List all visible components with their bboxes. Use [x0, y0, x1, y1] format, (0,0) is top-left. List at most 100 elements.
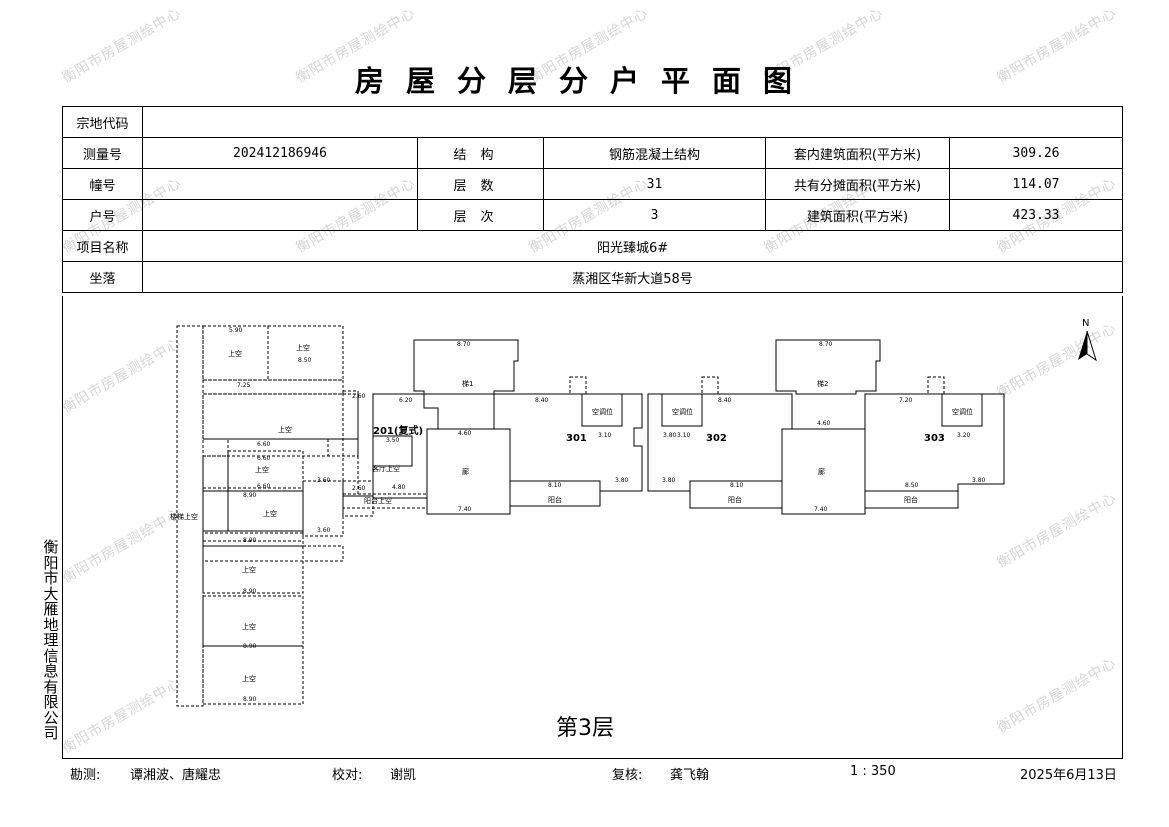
- floor-plan: N 201(复式) 301 302 303 上空 上空 上空 上空 上空 上空 …: [170, 318, 1097, 707]
- dim-label: 8.10: [548, 482, 562, 489]
- surveyor-label: 勘测:: [70, 768, 101, 783]
- ac-label: 空调位: [592, 407, 613, 416]
- upper-void-label: 上空: [242, 622, 256, 631]
- dim-label: 2.60: [352, 485, 366, 492]
- balcony-upper: [342, 493, 428, 509]
- floor-label: 第3层: [556, 716, 614, 741]
- dim-label: 8.10: [730, 482, 744, 489]
- ac-label: 空调位: [672, 407, 693, 416]
- scale-label: 1 : 350: [850, 764, 896, 779]
- dim-label: 4.80: [392, 484, 406, 491]
- dim-label: 8.40: [718, 397, 732, 404]
- dim-label: 5.90: [229, 327, 243, 334]
- survey-label: 测量号: [62, 137, 143, 169]
- room-301-label: 301: [566, 433, 587, 444]
- dim-label: 8.90: [243, 537, 257, 544]
- unit-label: 户号: [62, 199, 143, 231]
- dim-label: 3.10: [677, 432, 691, 439]
- floors-label: 层数: [417, 168, 544, 200]
- upper-void-label: 上空: [255, 465, 269, 474]
- ac-room-303: [941, 393, 983, 427]
- date-label: 2025年6月13日: [1020, 768, 1117, 783]
- dim-label: 7.20: [899, 397, 913, 404]
- dim-label: 6.20: [399, 397, 413, 404]
- dim-label: 8.50: [298, 357, 312, 364]
- dim-label: 8.70: [819, 341, 833, 348]
- structure-label: 结构: [417, 137, 544, 169]
- north-label: N: [1082, 318, 1089, 329]
- floor-value: 3: [543, 199, 766, 231]
- dim-label: 8.70: [457, 341, 471, 348]
- dim-label: 8.40: [535, 397, 549, 404]
- dim-label: 3.50: [386, 437, 400, 444]
- project-label: 项目名称: [62, 230, 143, 262]
- dim-label: 8.90: [243, 492, 257, 499]
- stair-2: [775, 339, 881, 395]
- ac-unit: [927, 376, 945, 395]
- dim-label: 6.60: [257, 455, 271, 462]
- building-label: 幢号: [62, 168, 143, 200]
- corridor-label: 廊: [462, 467, 469, 476]
- unit-301-outline: [493, 393, 643, 492]
- inner-area-label: 套内建筑面积(平方米): [765, 137, 950, 169]
- info-table: 宗地代码 测量号 202412186946 结构 钢筋混凝土结构 套内建筑面积(…: [62, 106, 1124, 293]
- dim-label: 3.60: [317, 527, 331, 534]
- dim-label: 4.60: [817, 420, 831, 427]
- unit-value: [142, 199, 418, 231]
- survey-value: 202412186946: [142, 137, 418, 169]
- room-302-label: 302: [706, 433, 727, 444]
- dim-label: 2.60: [352, 393, 366, 400]
- dim-label: 6.60: [257, 483, 271, 490]
- location-label: 坐落: [62, 261, 143, 293]
- dim-label: 3.80: [972, 477, 986, 484]
- surveyor-value: 谭湘波、唐耀忠: [130, 768, 222, 783]
- unit-201-outline: [372, 393, 439, 499]
- dim-label: 3.80: [663, 432, 677, 439]
- floor-label: 层次: [417, 199, 544, 231]
- dim-label: 8.50: [905, 482, 919, 489]
- dim-label: 3.60: [317, 477, 331, 484]
- project-value: 阳光臻城6#: [141, 230, 1124, 262]
- shared-area-label: 共有分摊面积(平方米): [765, 168, 950, 200]
- total-area-value: 423.33: [948, 199, 1124, 231]
- inner-area-value: 309.26: [948, 137, 1124, 169]
- dim-label: 3.80: [615, 477, 629, 484]
- building-value: [142, 168, 418, 200]
- stair-upper-label: 楼梯上空: [170, 512, 198, 521]
- unit-201-inner: [373, 435, 413, 467]
- stair-1: [413, 339, 519, 395]
- structure-value: 钢筋混凝土结构: [543, 137, 766, 169]
- page-title: 房屋分层分户平面图: [354, 64, 814, 98]
- checker-label: 校对:: [332, 768, 363, 783]
- upper-void-label: 上空: [296, 343, 310, 352]
- ac-room-301: [581, 393, 623, 427]
- floor-plan-frame: [62, 296, 1123, 759]
- upper-void-wing: [176, 325, 374, 707]
- reviewer-label: 复核:: [612, 768, 643, 783]
- room-303-label: 303: [924, 433, 945, 444]
- unit-303-balcony: [864, 491, 959, 509]
- floors-value: 31: [543, 168, 766, 200]
- checker-value: 谢凯: [390, 768, 417, 783]
- room-201-label: 201(复式): [373, 424, 423, 437]
- zongdi-label: 宗地代码: [62, 106, 143, 138]
- dim-label: 3.10: [598, 432, 612, 439]
- upper-void-label: 上空: [228, 349, 242, 358]
- ac-unit: [569, 376, 587, 395]
- upper-void-label: 上空: [278, 425, 292, 434]
- stair1-label: 梯1: [462, 379, 473, 388]
- ac-unit: [701, 376, 719, 395]
- dim-label: 6.60: [257, 441, 271, 448]
- core-left-corridor: [426, 428, 511, 515]
- balcony-upper-label: 阳台上空: [364, 496, 392, 505]
- balcony-label: 阳台: [728, 495, 742, 504]
- dim-label: 4.60: [458, 430, 472, 437]
- dim-label: 8.90: [243, 696, 257, 703]
- upper-void-label: 上空: [263, 509, 277, 518]
- total-area-label: 建筑面积(平方米): [765, 199, 950, 231]
- zongdi-value: [141, 106, 1124, 138]
- dim-label: 8.90: [243, 643, 257, 650]
- dim-label: 7.25: [237, 382, 251, 389]
- dim-label: 7.40: [814, 506, 828, 513]
- dim-label: 8.90: [243, 588, 257, 595]
